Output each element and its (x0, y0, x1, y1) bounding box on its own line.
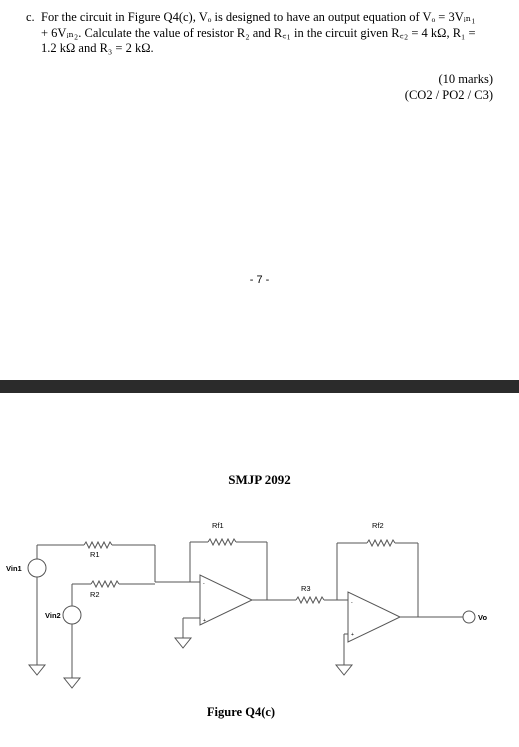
question-line-1: For the circuit in Figure Q4(c), Vₒ is d… (41, 10, 476, 24)
circuit-diagram: Vin1 R1 Vin2 R2 Rf1 - + R3 Rf2 - + (6, 521, 487, 689)
marks-block: (10 marks) (CO2 / PO2 / C3) (405, 72, 493, 103)
question-body: For the circuit in Figure Q4(c), Vₒ is d… (41, 10, 496, 57)
r3-label: R3 (301, 584, 311, 593)
vo-terminal (462, 610, 476, 624)
vin2-source (62, 605, 82, 625)
op-amp-2 (347, 591, 402, 643)
page-number: - 7 - (249, 274, 270, 286)
r1-label: R1 (90, 550, 100, 559)
op-amp-1-minus: - (203, 581, 205, 587)
question-line-2: + 6Vᵢₙ₂. Calculate the value of resistor… (41, 25, 476, 40)
resistor-r2 (90, 579, 120, 589)
question-text: c. For the circuit in Figure Q4(c), Vₒ i… (26, 10, 496, 57)
page-divider (0, 380, 519, 393)
marks-value: (10 marks) (438, 72, 494, 86)
op-amp-2-minus: - (351, 600, 353, 606)
vo-label: Vo (478, 613, 487, 622)
op-amp-2-plus: + (351, 632, 354, 638)
resistor-rf2 (366, 538, 396, 548)
course-code-header: SMJP 2092 (228, 472, 291, 487)
ground-symbol-vin1 (27, 664, 47, 676)
op-amp-1 (199, 574, 254, 626)
course-outcomes: (CO2 / PO2 / C3) (404, 87, 493, 102)
op-amp-1-plus: + (203, 618, 206, 624)
r2-label: R2 (90, 590, 100, 599)
resistor-r1 (83, 540, 113, 550)
rf1-label: Rf1 (212, 521, 224, 530)
vin1-source (27, 558, 47, 578)
question-number: c. (26, 10, 35, 24)
vin1-label: Vin1 (6, 564, 22, 573)
ground-symbol-vin2 (62, 677, 82, 689)
resistor-r3 (295, 595, 325, 605)
rf2-label: Rf2 (372, 521, 384, 530)
ground-symbol-op-amp-1 (173, 637, 193, 649)
ground-symbol-op-amp-2 (334, 664, 354, 676)
figure-caption: Figure Q4(c) (206, 705, 276, 719)
question-line-3: 1.2 kΩ and R₃ = 2 kΩ. (41, 41, 154, 55)
resistor-rf1 (207, 537, 237, 547)
vin2-label: Vin2 (45, 611, 61, 620)
